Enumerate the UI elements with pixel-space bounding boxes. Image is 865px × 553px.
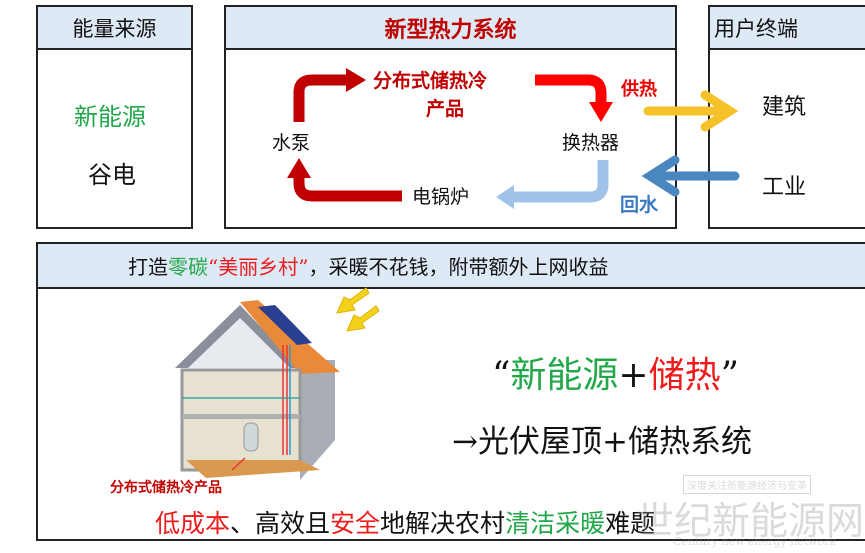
header-beautiful-village: “美丽乡村” (208, 255, 309, 279)
return-label: 回水 (620, 194, 659, 216)
exchanger-label: 换热器 (562, 132, 620, 154)
header-zero-carbon: 零碳 (168, 255, 208, 279)
arrow-storage-to-exchanger (535, 74, 607, 104)
slogan-quote-open: “ (492, 355, 511, 396)
storage-label-2: 产品 (426, 98, 465, 120)
energy-source-panel: 能量来源 新能源 谷电 (36, 5, 193, 229)
return-arrow (641, 155, 740, 197)
storage-label: 分布式储热冷 (373, 70, 488, 92)
energy-source-title: 能量来源 (38, 7, 191, 50)
thermal-system-title: 新型热力系统 (226, 7, 675, 50)
footer-text: 、高效且 (230, 509, 331, 538)
arrow-pump-to-storage (293, 74, 348, 122)
solution-text: →光伏屋顶+储热系统 (452, 424, 752, 460)
arrowhead-exchanger (589, 102, 613, 122)
user-building: 建筑 (762, 95, 807, 120)
source-offpeak: 谷电 (88, 161, 136, 189)
footer-low-cost: 低成本 (155, 509, 231, 538)
rural-solution-header: 打造零碳“美丽乡村”，采暖不花钱，附带额外上网收益 (38, 244, 865, 289)
slogan: “新能源+储热” (492, 346, 739, 398)
watermark-sub: Century new energy network (673, 535, 837, 548)
header-text-tail: ，采暖不花钱，附带额外上网收益 (308, 255, 609, 279)
watermark-main: 世纪新能源网 (636, 499, 865, 543)
slogan-quote-close: ” (720, 355, 740, 396)
footer-text-2: 地解决农村 (380, 509, 506, 538)
slogan-renewable: 新能源 (510, 355, 619, 396)
arrow-exchanger-to-boiler (512, 160, 609, 203)
footer-line: 低成本、高效且安全地解决农村清洁采暖难题 (155, 504, 655, 540)
header-text: 打造 (128, 255, 168, 279)
user-industry: 工业 (762, 175, 807, 200)
house-product-label: 分布式储热冷产品 (110, 480, 222, 496)
pump-label: 水泵 (272, 132, 311, 154)
arrow-boiler-to-pump (293, 176, 402, 202)
sun-rays-icon (336, 287, 380, 332)
boiler-label: 电锅炉 (412, 186, 470, 208)
floor (186, 460, 320, 478)
source-renewable: 新能源 (74, 103, 146, 131)
solar-panel-icon (258, 305, 312, 345)
user-terminal-panel: 用户终端 建筑 工业 (708, 5, 865, 229)
footer-safe: 安全 (330, 509, 381, 538)
arrowhead-storage (346, 68, 366, 92)
slogan-storage: 储热 (648, 355, 721, 396)
user-terminal-title: 用户终端 (710, 7, 865, 50)
footer-clean-heating: 清洁采暖 (505, 509, 606, 538)
house-wall-right (300, 360, 335, 480)
watermark-tag: 深度关注新能源经济与变革 (683, 475, 811, 494)
supply-label: 供热 (621, 79, 657, 100)
rural-solution-panel: 打造零碳“美丽乡村”，采暖不花钱，附带额外上网收益 (36, 242, 865, 541)
supply-arrow (643, 90, 739, 132)
slogan-plus: + (618, 355, 649, 396)
arrowhead-boiler (496, 185, 514, 209)
arrowhead-pump (287, 158, 311, 178)
footer-problem: 难题 (605, 509, 656, 538)
